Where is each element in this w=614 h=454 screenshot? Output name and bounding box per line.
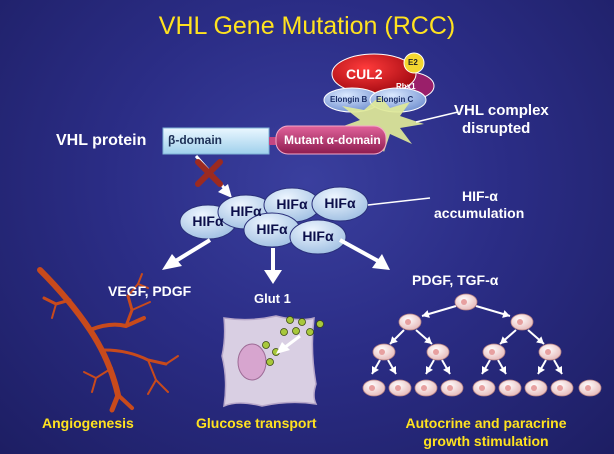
beta-domain-label: β-domain <box>168 133 222 147</box>
division-arrowhead <box>372 365 379 374</box>
division-arrowhead <box>555 365 562 374</box>
complex-disrupted-line1: VHL complex <box>454 102 549 119</box>
glucose-molecules <box>262 316 324 366</box>
blood-vessel-graphic <box>37 267 179 413</box>
hif-accumulation-line2: accumulation <box>434 205 525 221</box>
hif-molecule <box>289 219 347 255</box>
disruption-burst <box>338 96 424 152</box>
cell-nucleus-dot <box>557 385 563 391</box>
division-arrowhead <box>424 336 432 344</box>
division-arrowhead <box>538 365 545 374</box>
division-arrowhead <box>422 310 430 318</box>
cell-nucleus-dot <box>585 385 591 391</box>
hif-label: HIFα <box>302 228 334 244</box>
diagram-title: VHL Gene Mutation (RCC) <box>158 12 456 40</box>
accumulation-pointer <box>367 197 431 206</box>
cell-nucleus-dot <box>405 319 411 325</box>
hif-cluster <box>179 186 431 255</box>
growth-cell-tree <box>362 293 602 397</box>
cell-nucleus-dot <box>421 385 427 391</box>
cell-nucleus-dot <box>517 319 523 325</box>
hif-label: HIFα <box>276 196 308 212</box>
division-arrowhead <box>443 365 450 374</box>
vhl-protein-label: VHL protein <box>56 132 147 149</box>
cell-nucleus-dot <box>379 349 385 355</box>
disrupted-pointer <box>415 111 459 123</box>
e2-subunit <box>403 52 425 74</box>
glucose-transport-label: Glucose transport <box>196 415 317 431</box>
linker <box>269 137 277 145</box>
cell-nucleus-dot <box>369 385 375 391</box>
vegf-pdgf-label: VEGF, PDGF <box>108 283 192 299</box>
complex-disrupted-line2: disrupted <box>462 120 531 137</box>
rbx1-label: Rbx1 <box>396 82 416 91</box>
cell-nucleus-dot <box>489 349 495 355</box>
cell-nucleus-dot <box>479 385 485 391</box>
cul2-label: CUL2 <box>346 66 383 82</box>
division-arrowhead <box>499 365 506 374</box>
cell-nucleus-dot <box>531 385 537 391</box>
division-arrowhead <box>502 310 510 318</box>
cell-nucleus-dot <box>395 385 401 391</box>
cell-nucleus-dot <box>505 385 511 391</box>
glucose-cell-graphic <box>221 315 324 408</box>
elongin-b-label: Elongin B <box>330 95 368 104</box>
elongin-c-label: Elongin C <box>376 95 414 104</box>
division-arrowhead <box>536 336 544 344</box>
hif-accumulation-label: HIF-α accumulation <box>434 188 524 222</box>
division-arrowhead <box>482 365 489 374</box>
cell-nucleus-dot <box>545 349 551 355</box>
vhl-complex <box>323 52 459 152</box>
cell-nucleus <box>237 343 267 381</box>
blocked-arrow <box>194 155 232 198</box>
division-arrowhead <box>500 336 508 344</box>
complex-disrupted-label: VHL complex disrupted <box>454 102 549 138</box>
hif-label: HIFα <box>256 221 288 237</box>
division-arrowhead <box>390 336 398 344</box>
growth-line2: growth stimulation <box>423 433 549 449</box>
cell-nucleus-dot <box>433 349 439 355</box>
cell-nucleus-dot <box>447 385 453 391</box>
growth-line1: Autocrine and paracrine <box>405 415 567 431</box>
hif-label: HIFα <box>324 195 356 211</box>
pdgf-tgf-label: PDGF, TGF-α <box>412 272 499 288</box>
vhl-protein-graphic <box>162 125 387 155</box>
glut1-label: Glut 1 <box>254 291 291 306</box>
cell-nucleus-dot <box>461 299 467 305</box>
alpha-domain-label: Mutant α-domain <box>284 133 381 147</box>
hif-label: HIFα <box>230 203 262 219</box>
pathway-arrows <box>162 238 390 284</box>
hif-molecule <box>311 186 369 222</box>
hif-label: HIFα <box>192 213 224 229</box>
angiogenesis-label: Angiogenesis <box>42 415 134 431</box>
growth-stimulation-label: Autocrine and paracrine growth stimulati… <box>380 414 592 450</box>
hif-accumulation-line1: HIF-α <box>462 188 498 204</box>
division-arrowhead <box>389 365 396 374</box>
beta-domain-box <box>162 127 270 155</box>
e2-label: E2 <box>408 58 418 67</box>
alpha-domain-box <box>275 125 387 155</box>
division-arrowhead <box>426 365 433 374</box>
